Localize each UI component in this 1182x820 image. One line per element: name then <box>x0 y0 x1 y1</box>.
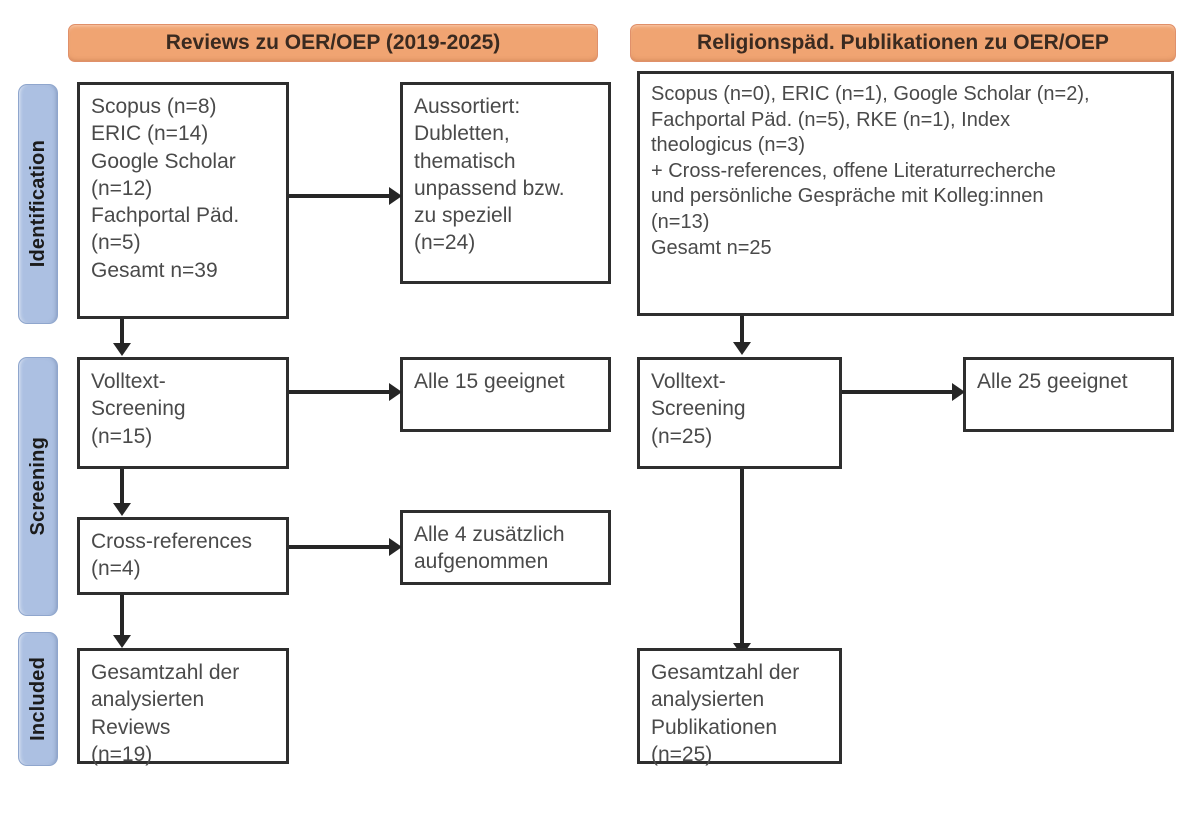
connector-left-identification-to-screening <box>120 319 124 345</box>
box-left-screening: Volltext- Screening (n=15) <box>77 357 289 469</box>
arrowhead-right-identification-to-screening <box>733 342 751 355</box>
arrowhead-right-screening-to-result <box>952 383 965 401</box>
connector-left-screening-to-crossrefs <box>120 469 124 505</box>
arrowhead-left-crossrefs-to-included <box>113 635 131 648</box>
box-left-crossrefs: Cross-references (n=4) <box>77 517 289 595</box>
connector-left-screening-to-result <box>289 390 391 394</box>
box-left-crossrefs-result-text: Alle 4 zusätzlich aufgenommen <box>414 523 565 574</box>
box-right-included-text: Gesamtzahl der analysierten Publikatione… <box>651 661 800 766</box>
connector-right-identification-to-screening <box>740 316 744 344</box>
connector-left-crossrefs-to-result <box>289 545 391 549</box>
connector-right-screening-to-result <box>842 390 954 394</box>
phase-label-screening: Screening <box>26 437 49 536</box>
box-left-included-text: Gesamtzahl der analysierten Reviews (n=1… <box>91 661 240 766</box>
box-left-screening-result: Alle 15 geeignet <box>400 357 611 432</box>
column-header-left: Reviews zu OER/OEP (2019-2025) <box>68 24 598 62</box>
box-left-excluded-text: Aussortiert: Dubletten, thematisch unpas… <box>414 95 565 255</box>
phase-bar-identification: Identification <box>18 84 58 324</box>
column-header-right: Religionspäd. Publikationen zu OER/OEP <box>630 24 1176 62</box>
arrowhead-left-screening-to-result <box>389 383 402 401</box>
box-left-crossrefs-result: Alle 4 zusätzlich aufgenommen <box>400 510 611 585</box>
column-header-right-label: Religionspäd. Publikationen zu OER/OEP <box>697 31 1109 54</box>
box-right-screening-result-text: Alle 25 geeignet <box>977 370 1128 393</box>
connector-left-crossrefs-to-included <box>120 595 124 637</box>
arrowhead-left-screening-to-crossrefs <box>113 503 131 516</box>
connector-left-identification-to-excluded <box>289 194 391 198</box>
arrowhead-left-crossrefs-to-result <box>389 538 402 556</box>
box-left-identification: Scopus (n=8) ERIC (n=14) Google Scholar … <box>77 82 289 319</box>
box-right-screening: Volltext- Screening (n=25) <box>637 357 842 469</box>
box-right-identification: Scopus (n=0), ERIC (n=1), Google Scholar… <box>637 71 1174 316</box>
phase-bar-screening: Screening <box>18 357 58 616</box>
box-right-screening-text: Volltext- Screening (n=25) <box>651 370 746 448</box>
box-right-included: Gesamtzahl der analysierten Publikatione… <box>637 648 842 766</box>
box-left-crossrefs-text: Cross-references (n=4) <box>91 530 253 581</box>
arrowhead-left-identification-to-screening <box>113 343 131 356</box>
arrowhead-left-identification-to-excluded <box>389 187 402 205</box>
box-left-screening-text: Volltext- Screening (n=15) <box>91 370 186 448</box>
box-left-excluded: Aussortiert: Dubletten, thematisch unpas… <box>400 82 611 284</box>
phase-label-included: Included <box>26 657 49 741</box>
box-left-identification-text: Scopus (n=8) ERIC (n=14) Google Scholar … <box>91 95 240 282</box>
phase-label-identification: Identification <box>26 140 49 268</box>
box-left-included: Gesamtzahl der analysierten Reviews (n=1… <box>77 648 289 766</box>
box-right-identification-text: Scopus (n=0), ERIC (n=1), Google Scholar… <box>651 83 1090 259</box>
column-header-left-label: Reviews zu OER/OEP (2019-2025) <box>165 31 501 54</box>
box-right-screening-result: Alle 25 geeignet <box>963 357 1174 432</box>
connector-right-screening-to-included <box>740 469 744 645</box>
box-left-screening-result-text: Alle 15 geeignet <box>414 370 565 393</box>
phase-bar-included: Included <box>18 632 58 766</box>
